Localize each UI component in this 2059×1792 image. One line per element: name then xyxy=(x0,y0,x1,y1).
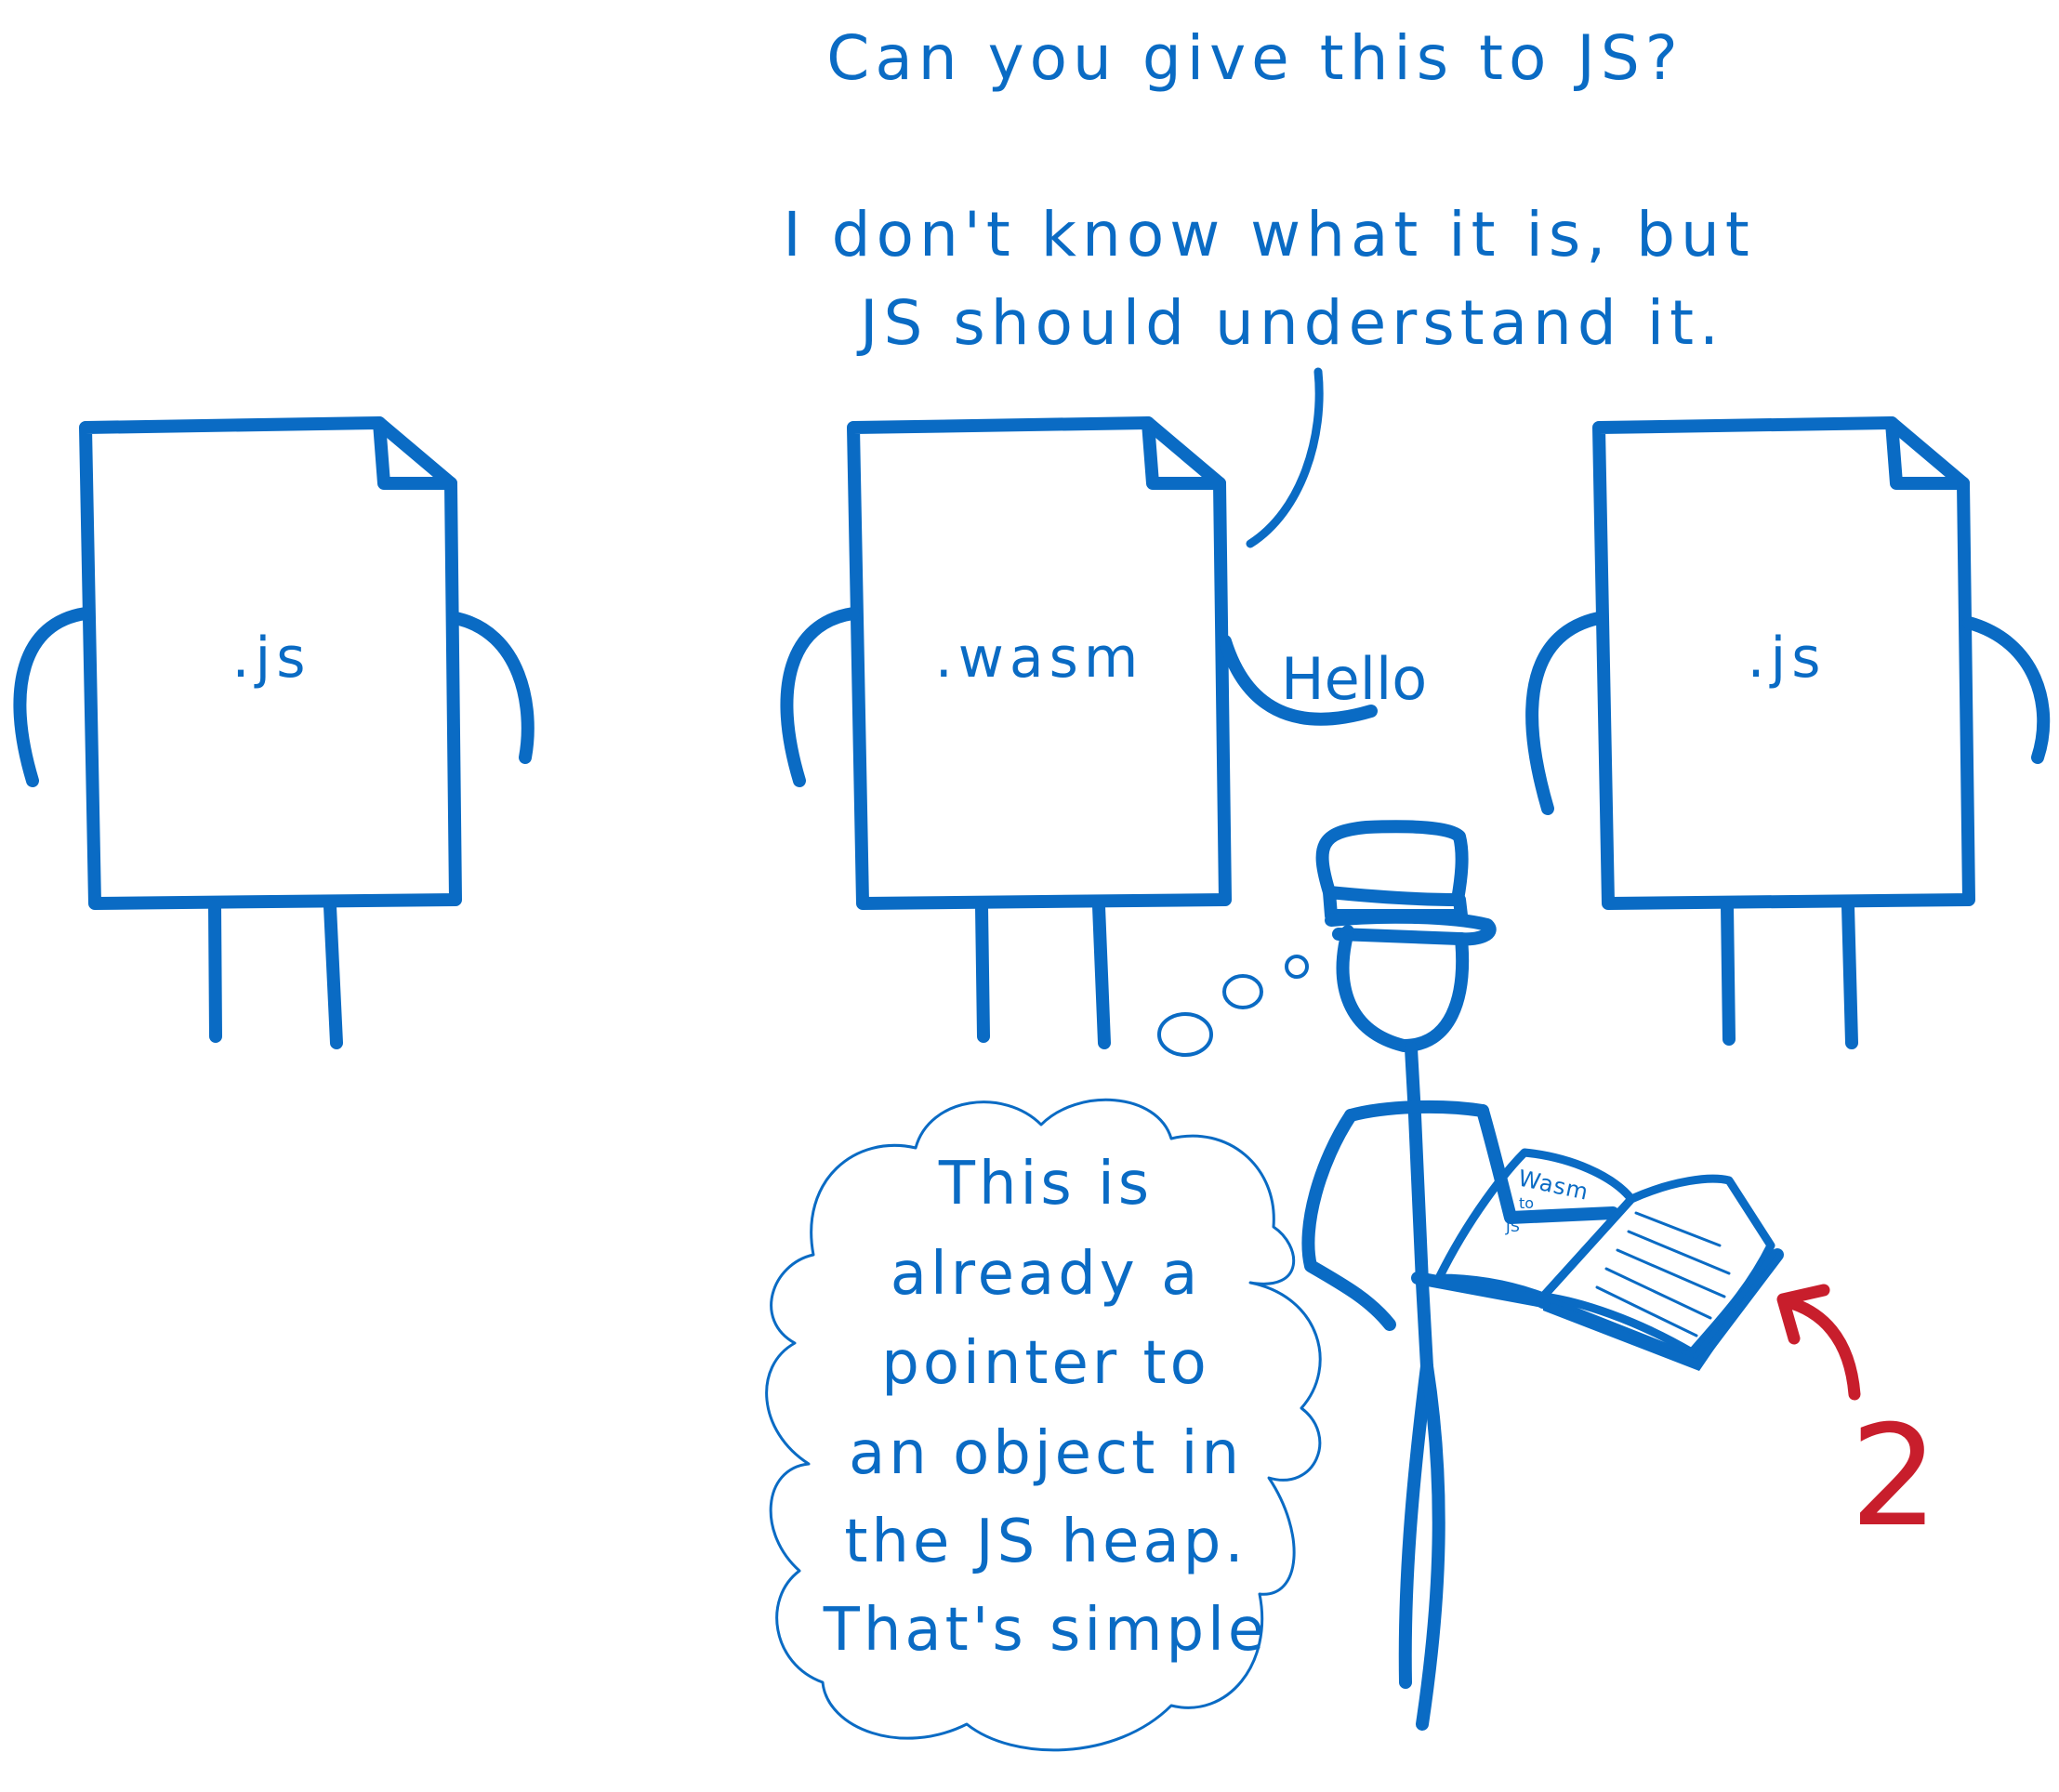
left-file-leg-right xyxy=(323,900,343,1049)
left-js-file-character: .js xyxy=(13,416,535,1049)
figure-right-arm xyxy=(1476,1104,1619,1224)
thought-dot-large xyxy=(1157,1012,1213,1057)
left-file-label: .js xyxy=(231,626,310,691)
wasm-file-arm-left xyxy=(780,607,860,787)
thought-line-6: That's simple xyxy=(823,1596,1269,1665)
speech-line-1: Can you give this to JS? xyxy=(826,22,1683,94)
left-file-body xyxy=(79,416,462,910)
figure-left-arm xyxy=(1301,1109,1396,1331)
wasm-file-arm-right xyxy=(1219,635,1378,726)
right-file-arm-right xyxy=(1962,616,2051,764)
wasm-file-body xyxy=(847,416,1232,910)
figure-right-leg xyxy=(1416,1360,1445,1731)
book-title-line-3: JS xyxy=(1505,1218,1520,1235)
left-file-arm-left xyxy=(13,607,92,787)
left-file-leg-left xyxy=(208,900,222,1043)
cap-brim xyxy=(1325,910,1497,946)
right-file-body xyxy=(1592,416,1975,910)
step-arrow-icon xyxy=(1776,1284,1861,1401)
right-js-file-character: .js xyxy=(1525,416,2051,1049)
thought-line-1: This is xyxy=(938,1150,1153,1219)
wasm-to-js-book: Wasm to JS xyxy=(1411,1148,1784,1371)
hello-label: Hello xyxy=(1281,645,1427,713)
figure-head xyxy=(1336,925,1470,1052)
stick-figure-translator xyxy=(1301,820,1619,1731)
wasm-file-character: .wasm xyxy=(780,416,1378,1049)
speech-line-2: I don't know what it is, but xyxy=(783,199,1755,270)
figure-shoulders xyxy=(1344,1100,1489,1122)
right-file-corner-fold xyxy=(1885,416,1970,490)
right-file-label: .js xyxy=(1747,626,1826,691)
book-right-page xyxy=(1538,1174,1775,1357)
right-file-leg-left xyxy=(1721,900,1736,1046)
speech-tail xyxy=(1246,367,1324,548)
book-page-lines xyxy=(1595,1211,1731,1337)
thought-line-3: pointer to xyxy=(881,1329,1210,1398)
wasm-file-label: .wasm xyxy=(935,626,1144,691)
thought-dot-medium xyxy=(1222,974,1263,1009)
book-clasp xyxy=(1536,1294,1551,1309)
book-spine-shadow xyxy=(1543,1253,1777,1371)
right-file-arm-left xyxy=(1525,612,1605,815)
speech-line-3: JS should understand it. xyxy=(856,287,1724,359)
wasm-file-leg-right xyxy=(1092,900,1111,1049)
thought-dot-small xyxy=(1285,955,1309,979)
right-file-leg-right xyxy=(1841,900,1858,1049)
figure-left-leg xyxy=(1398,1360,1433,1689)
wasm-file-corner-fold xyxy=(1142,416,1226,490)
thought-cloud xyxy=(765,1098,1322,1752)
thought-line-4: an object in xyxy=(849,1419,1243,1488)
book-title-line-2: to xyxy=(1519,1194,1534,1212)
left-file-arm-right xyxy=(449,612,535,764)
thought-line-5: the JS heap. xyxy=(844,1508,1247,1576)
wasm-file-leg-left xyxy=(975,900,990,1043)
step-number: 2 xyxy=(1850,1396,1938,1558)
figure-body xyxy=(1405,1042,1433,1373)
left-file-corner-fold xyxy=(373,416,457,490)
cap-top xyxy=(1315,820,1469,906)
cap-band xyxy=(1323,886,1468,922)
book-left-page xyxy=(1434,1148,1636,1301)
thought-line-2: already a xyxy=(891,1240,1202,1309)
